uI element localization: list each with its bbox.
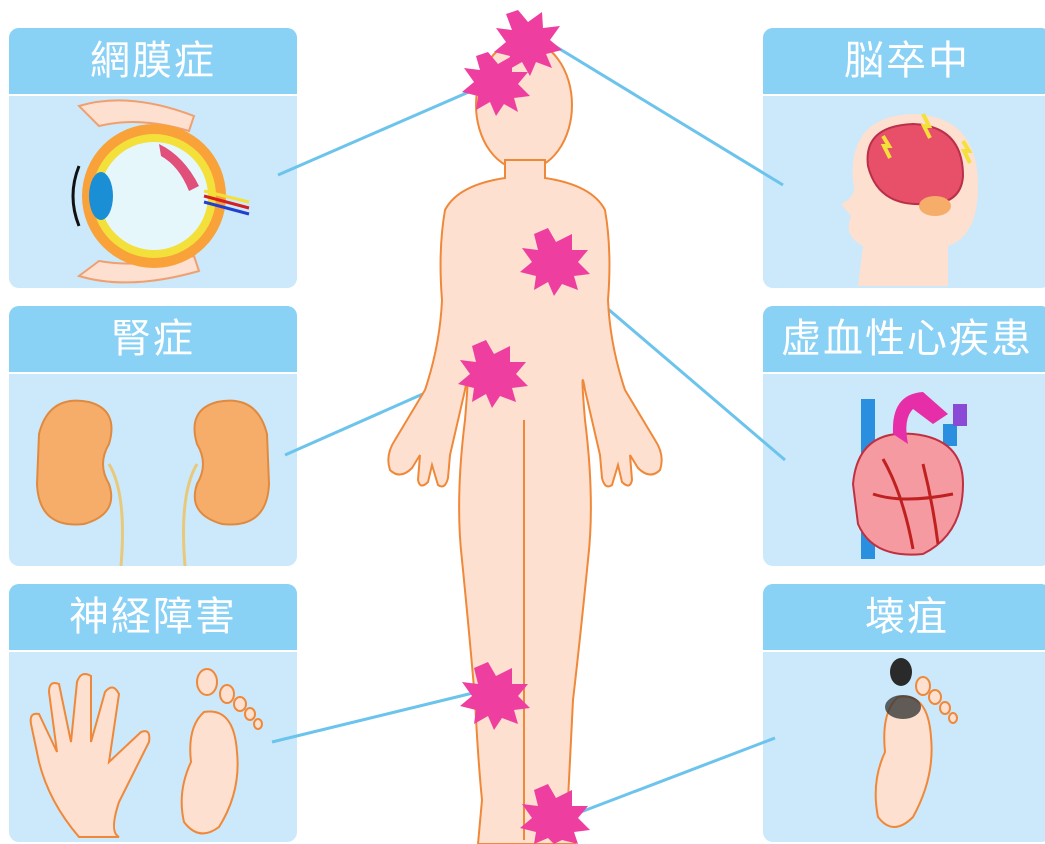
card-neuropathy: 神経障害 <box>9 584 297 842</box>
connector-stroke <box>545 40 783 185</box>
card-gangrene: 壊疽 <box>763 584 1045 842</box>
card-title-heart-disease: 虚血性心疾患 <box>781 319 1033 359</box>
eye-icon <box>9 96 297 288</box>
connector-neuropathy <box>272 692 477 742</box>
connector-heart-disease <box>560 268 785 460</box>
card-header: 腎症 <box>9 306 297 374</box>
card-header: 虚血性心疾患 <box>763 306 1045 374</box>
burst-head-left <box>462 52 530 116</box>
card-title-nephropathy: 腎症 <box>111 319 195 359</box>
card-header: 壊疽 <box>763 584 1045 652</box>
human-body <box>388 40 661 844</box>
card-nephropathy: 腎症 <box>9 306 297 566</box>
card-stroke: 脳卒中 <box>763 28 1045 288</box>
card-header: 網膜症 <box>9 28 297 96</box>
card-title-stroke: 脳卒中 <box>844 41 970 81</box>
card-retinopathy: 網膜症 <box>9 28 297 288</box>
burst-knee <box>460 662 530 730</box>
card-header: 脳卒中 <box>763 28 1045 96</box>
head <box>476 40 572 170</box>
card-title-retinopathy: 網膜症 <box>90 41 216 81</box>
hand-and-foot-icon <box>9 652 297 842</box>
kidneys-icon <box>9 374 297 566</box>
card-title-neuropathy: 神経障害 <box>69 597 237 637</box>
foot-icon <box>763 652 1045 842</box>
burst-chest <box>520 228 590 296</box>
torso <box>388 160 661 844</box>
connector-retinopathy <box>278 88 478 175</box>
card-title-gangrene: 壊疽 <box>865 597 949 637</box>
bursts <box>458 10 590 844</box>
card-heart-disease: 虚血性心疾患 <box>763 306 1045 566</box>
burst-foot <box>520 784 590 844</box>
connector-gangrene <box>565 738 775 818</box>
burst-abdomen <box>458 340 528 408</box>
connector-nephropathy <box>285 370 477 455</box>
heart-icon <box>763 374 1045 566</box>
brain-icon <box>763 96 1045 288</box>
card-header: 神経障害 <box>9 584 297 652</box>
burst-head-top <box>494 10 562 76</box>
